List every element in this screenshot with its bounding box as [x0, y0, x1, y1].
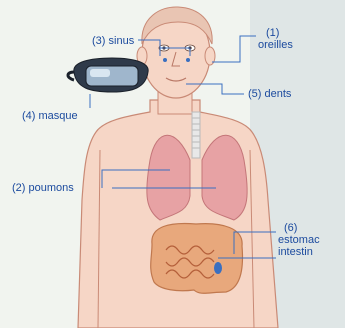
label-digestif-intestin: intestin: [278, 246, 320, 258]
label-sinus-number: (3): [92, 35, 105, 47]
label-oreilles-number: (1): [258, 27, 293, 39]
label-dents: (5) dents: [248, 88, 291, 100]
label-masque-text: masque: [39, 110, 78, 122]
label-oreilles-text: oreilles: [258, 39, 293, 51]
torso: [78, 100, 278, 328]
left-lung: [147, 135, 190, 220]
label-sinus: (3) sinus: [92, 35, 134, 47]
label-oreilles: (1) oreilles: [258, 27, 293, 51]
trachea: [192, 112, 200, 158]
label-poumons-number: (2): [12, 182, 25, 194]
label-poumons: (2) poumons: [12, 182, 74, 194]
label-digestif-number: (6): [278, 222, 320, 234]
label-digestif-estomac: estomac: [278, 234, 320, 246]
label-dents-text: dents: [265, 88, 292, 100]
label-masque-number: (4): [22, 110, 35, 122]
label-digestif: (6) estomac intestin: [278, 222, 320, 258]
label-masque: (4) masque: [22, 110, 78, 122]
label-dents-number: (5): [248, 88, 261, 100]
label-sinus-text: sinus: [109, 35, 135, 47]
right-lung: [202, 135, 247, 220]
label-poumons-text: poumons: [29, 182, 74, 194]
